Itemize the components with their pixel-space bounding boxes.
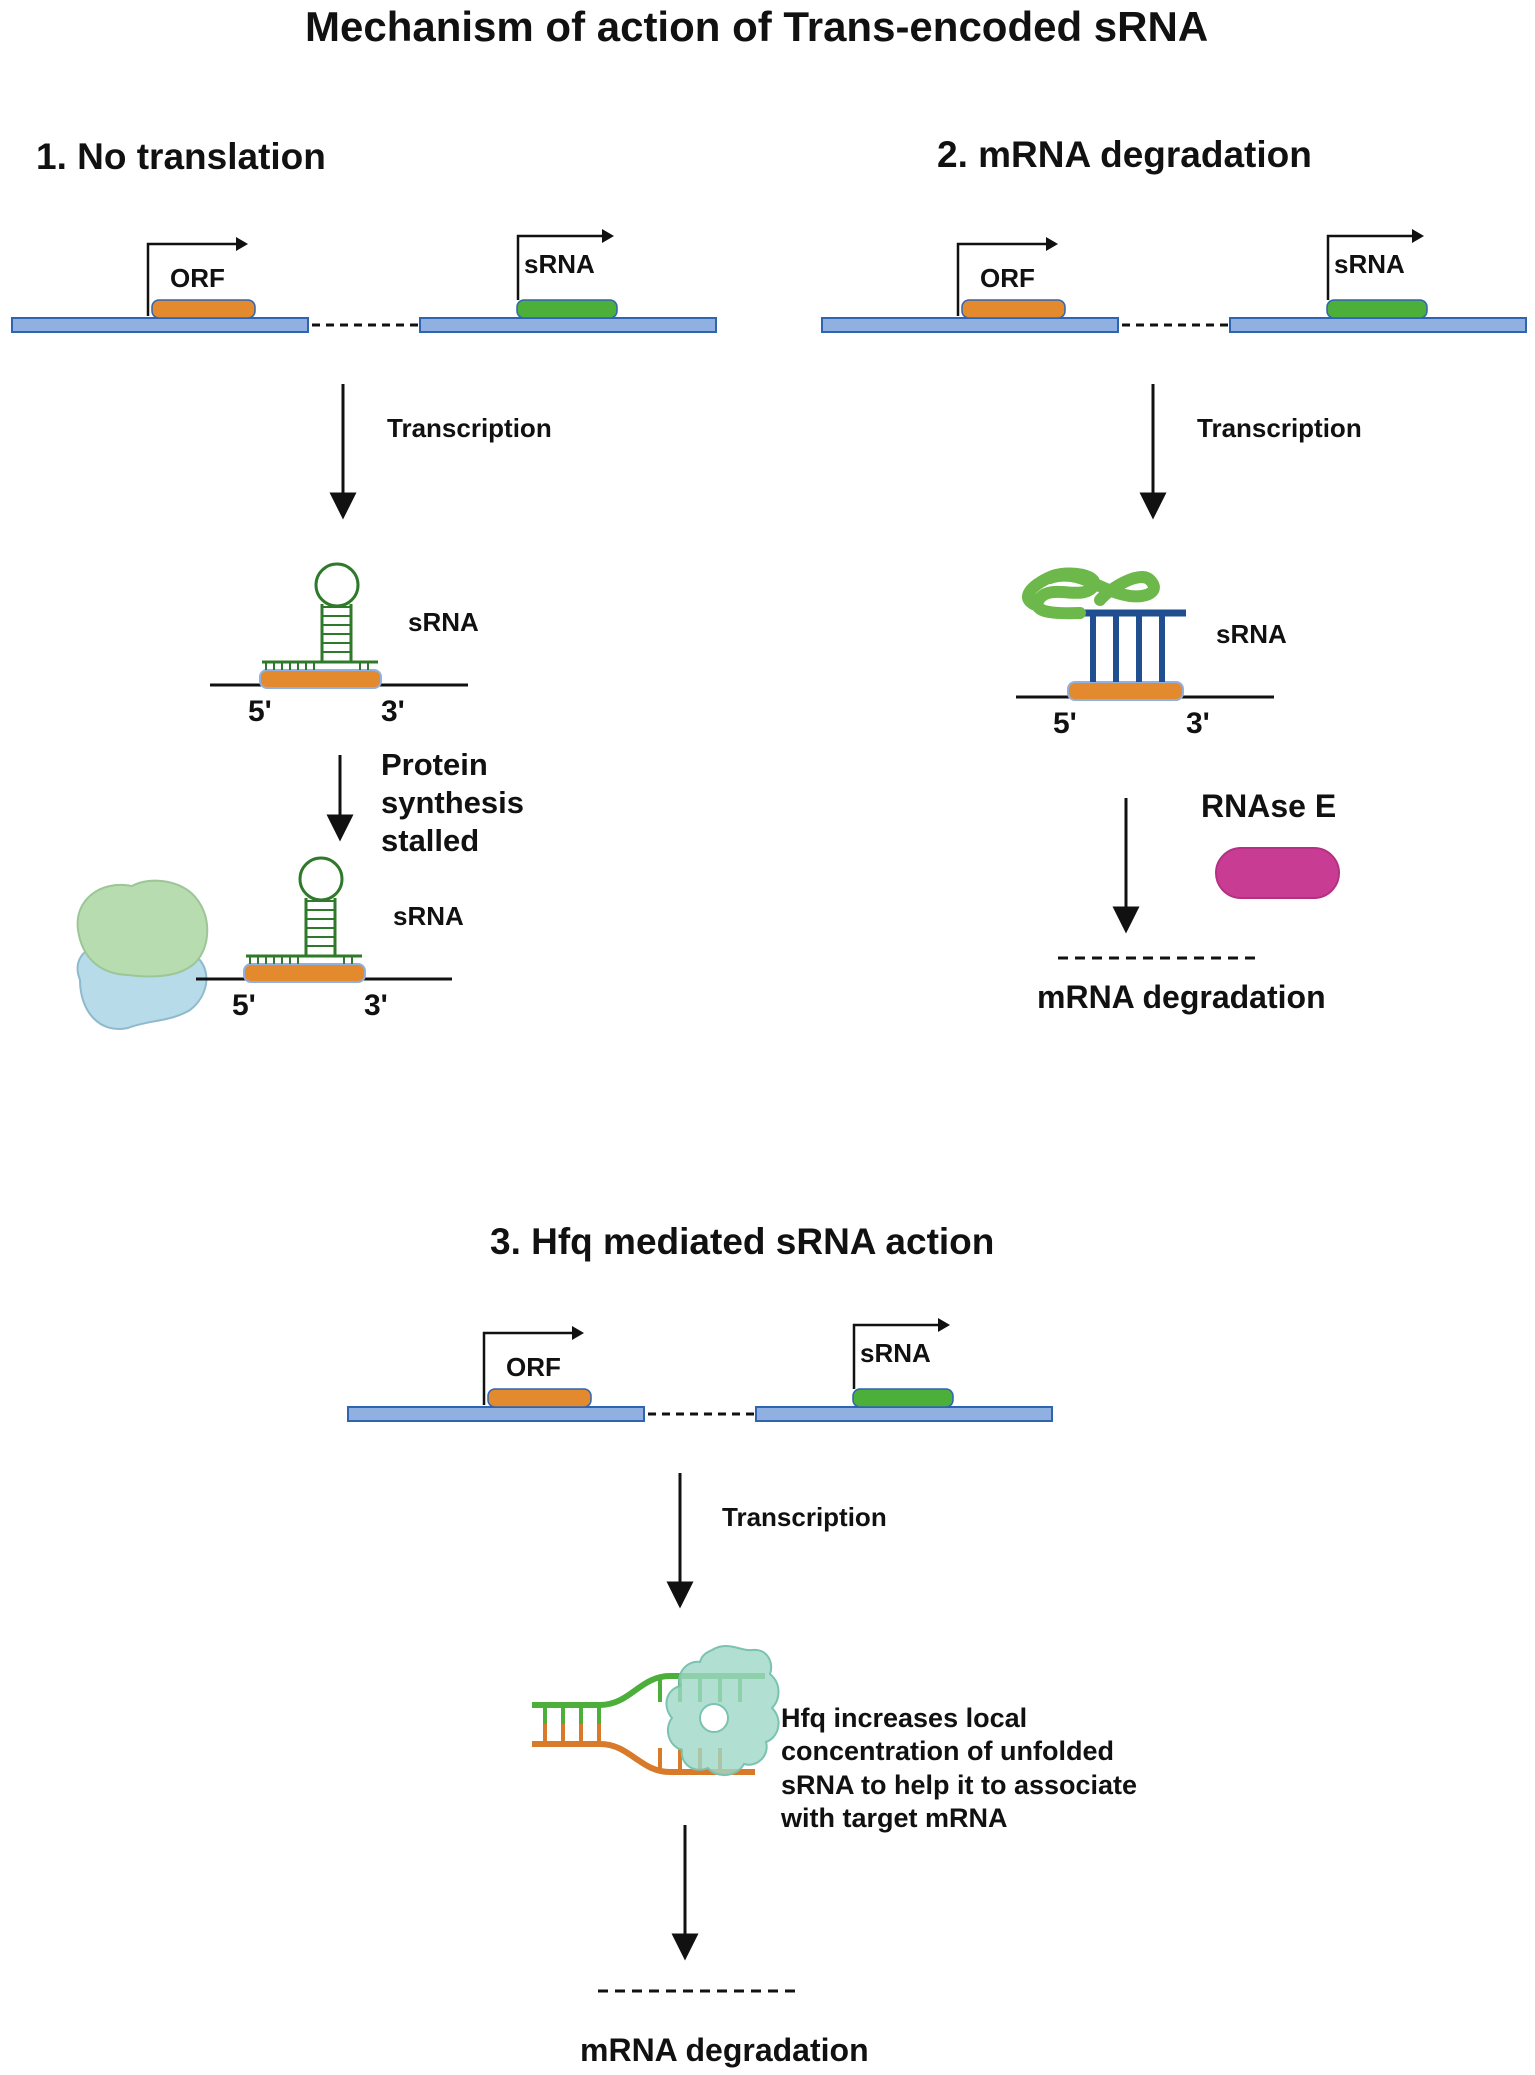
panel2-gene-layout [821, 229, 1527, 333]
panel3-base-pairs-left [543, 1705, 601, 1744]
panel2-orf-label: ORF [980, 263, 1035, 293]
panel2-duplex-bars [1078, 609, 1186, 682]
panel1-complex2-srna-label: sRNA [393, 901, 464, 931]
panel3-srna-gene [852, 1388, 954, 1408]
hfq-central-pore [699, 1703, 729, 1733]
panel3-heading: 3. Hfq mediated sRNA action [490, 1221, 995, 1262]
panel1-srna-gene [516, 299, 618, 319]
panel1-protein-synthesis-stalled: Protein synthesis stalled [381, 747, 525, 858]
panel3-srna-strand [532, 1673, 765, 1708]
panel3-dna-right [755, 1406, 1053, 1422]
panel1-srna-hairpin-2 [246, 856, 362, 964]
panel2-five-prime: 5' [1053, 707, 1077, 740]
panel2-heading: 2. mRNA degradation [937, 134, 1312, 175]
panel3-gene-layout [347, 1318, 1053, 1422]
panel2-dna-left [821, 317, 1119, 333]
panel3-orf-promoter-arrow [482, 1331, 572, 1405]
panel2-result-label: mRNA degradation [1037, 979, 1326, 1015]
panel2-srna-gene [1326, 299, 1428, 319]
panel1-orf-label: ORF [170, 263, 225, 293]
panel1-transcription-label: Transcription [387, 413, 552, 443]
panel1-target-orf [259, 669, 382, 689]
panel2-srna-tail [1022, 567, 1160, 620]
panel1-dna-right [419, 317, 717, 333]
panel3-hfq-complex [532, 1645, 780, 1776]
panel1-heading: 1. No translation [36, 136, 326, 177]
panel1-orf-promoter-arrow [146, 242, 236, 316]
panel1-stalled-complex [76, 856, 452, 1030]
panel1-srna-hairpin [262, 562, 378, 670]
panel2-orf-promoter-arrow [956, 242, 1046, 316]
panel1-orf-gene [151, 299, 256, 319]
panel2-dna-right [1229, 317, 1527, 333]
panel2-complex-srna-label: sRNA [1216, 619, 1287, 649]
panel3-srna-gene-label: sRNA [860, 1338, 931, 1368]
panel3-hfq-note: Hfq increases local concentration of unf… [781, 1703, 1138, 1834]
panel1-five-prime-2: 5' [232, 989, 256, 1022]
panel2-transcription-label: Transcription [1197, 413, 1362, 443]
panel2-orf-gene [961, 299, 1066, 319]
panel2-target-orf [1067, 681, 1184, 701]
panel1-srna-gene-label: sRNA [524, 249, 595, 279]
panel3-orf-label: ORF [506, 1352, 561, 1382]
panel1-five-prime: 5' [248, 695, 272, 728]
panel3-mrna-strand [532, 1741, 755, 1775]
panel1-srna-mrna-complex [210, 562, 468, 689]
panel3-transcription-label: Transcription [722, 1502, 887, 1532]
panel1-three-prime-2: 3' [364, 989, 388, 1022]
panel2-rnase-e-label: RNAse E [1201, 788, 1337, 824]
panel3-dna-left [347, 1406, 645, 1422]
panel3-srna-promoter-arrow [852, 1323, 938, 1389]
panel3-result-label: mRNA degradation [580, 2032, 869, 2068]
panel1-srna-promoter-arrow [516, 234, 602, 300]
figure-title: Mechanism of action of Trans-encoded sRN… [305, 3, 1209, 50]
ribosome-large-subunit [76, 879, 209, 978]
panel1-gene-layout [11, 229, 717, 333]
rnase-e-enzyme [1215, 847, 1340, 899]
panel1-target-orf-2 [243, 963, 366, 983]
panel1-three-prime: 3' [381, 695, 405, 728]
panel1-complex-srna-label: sRNA [408, 607, 479, 637]
panel2-srna-gene-label: sRNA [1334, 249, 1405, 279]
panel2-three-prime: 3' [1186, 707, 1210, 740]
panel2-srna-promoter-arrow [1326, 234, 1412, 300]
panel1-dna-left [11, 317, 309, 333]
panel3-orf-gene [487, 1388, 592, 1408]
panel2-srna-mrna-complex [1016, 567, 1274, 701]
